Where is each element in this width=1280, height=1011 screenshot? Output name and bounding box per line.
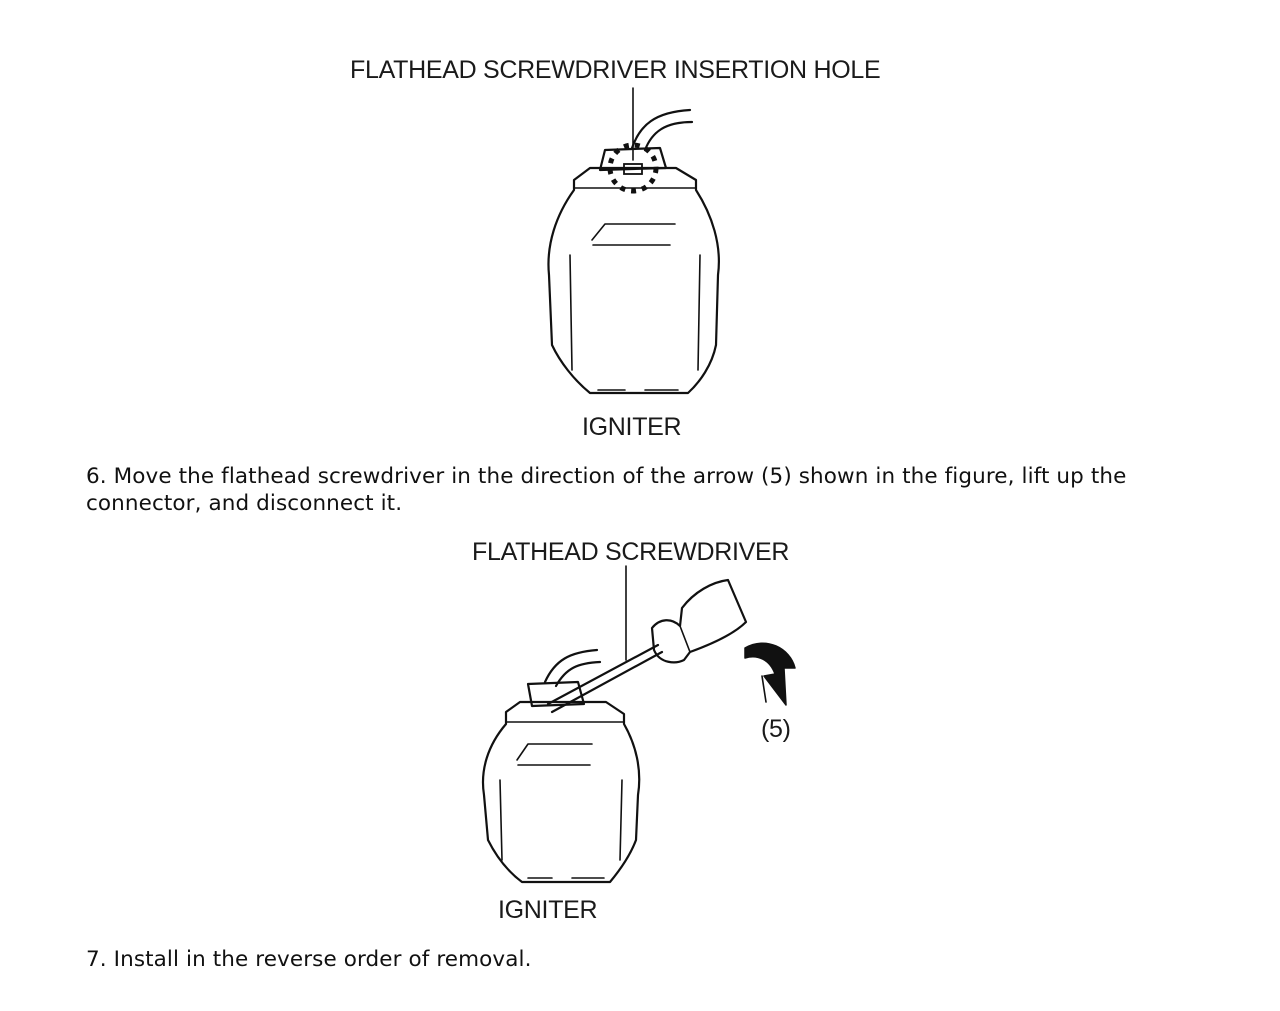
figure2-arrow-label: (5)	[761, 715, 791, 743]
figure1-body-detail	[591, 223, 676, 241]
figure1-insertion-hole-marker	[607, 142, 659, 194]
figure1-igniter-body	[547, 166, 720, 395]
figure1-connector	[598, 146, 668, 172]
figure2-screwdriver-handle	[650, 578, 748, 664]
figure1-igniter-label: IGNITER	[582, 413, 682, 441]
step7-instruction: 7. Install in the reverse order of remov…	[86, 947, 532, 972]
step6-instruction: 6. Move the flathead screwdriver in the …	[86, 464, 1127, 516]
figure2-screwdriver-shaft	[546, 643, 660, 706]
figure2-igniter-label: IGNITER	[498, 896, 598, 924]
figure2-wire	[543, 648, 599, 684]
figure2-igniter-body	[481, 700, 641, 884]
figure2-body-detail	[516, 743, 593, 761]
figure2-direction-arrow	[744, 642, 796, 706]
figure2-wire	[554, 660, 602, 688]
figure1-insertion-hole	[623, 163, 643, 175]
figure2-connector	[526, 680, 586, 708]
figure1-wire	[630, 108, 692, 150]
figure1-wire	[643, 120, 694, 152]
figure2-screwdriver-label: FLATHEAD SCREWDRIVER	[472, 538, 790, 566]
figure1-insertion-hole-label: FLATHEAD SCREWDRIVER INSERTION HOLE	[350, 56, 881, 84]
